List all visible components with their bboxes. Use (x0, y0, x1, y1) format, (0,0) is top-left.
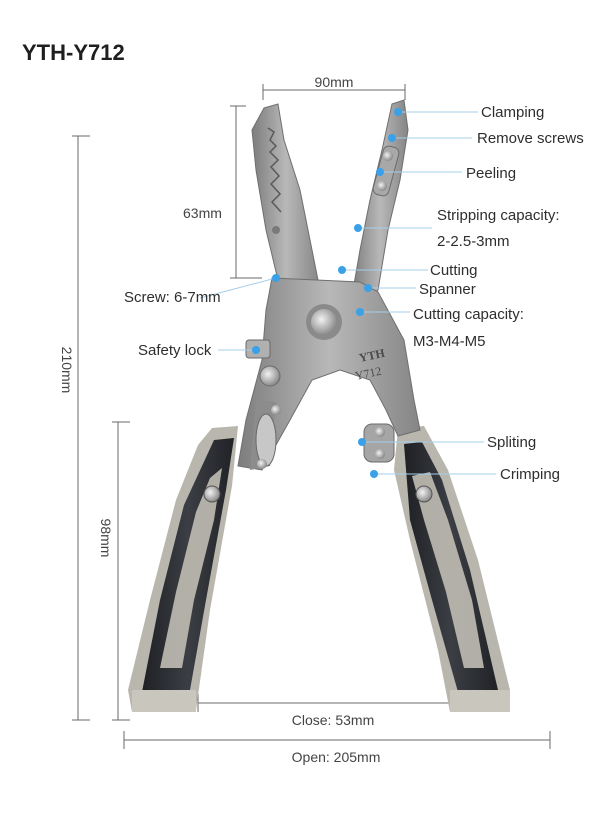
dim-handle-length (112, 421, 130, 721)
left-handle (128, 426, 238, 712)
dim-total-length (72, 135, 90, 721)
handle-rivets (203, 485, 433, 503)
callout-cutting-capacity-value: M3-M4-M5 (413, 333, 486, 350)
dim-close-width (197, 694, 453, 712)
callout-peeling: Peeling (466, 165, 516, 182)
callout-cutting: Cutting (430, 262, 478, 279)
callout-safety-lock: Safety lock (138, 342, 212, 359)
right-handle (394, 426, 510, 712)
jaw-width-label: 90mm (315, 74, 354, 90)
callout-dots (252, 108, 402, 478)
right-jaw (351, 99, 409, 301)
callout-remove-screws: Remove screws (477, 130, 584, 147)
left-jaw (251, 103, 321, 297)
brand-marking: YTH (358, 346, 387, 365)
safety-lock (245, 339, 281, 387)
total-length-label: 210mm (59, 347, 75, 394)
model-marking: Y712 (354, 364, 383, 383)
callout-spanner: Spanner (419, 281, 476, 298)
dim-jaw-width (262, 84, 406, 100)
handle-length-label: 98mm (98, 519, 114, 558)
callout-lines (199, 111, 496, 475)
callout-cutting-capacity-title: Cutting capacity: (413, 306, 524, 323)
dim-jaw-length (230, 105, 262, 279)
callout-stripping-title: Stripping capacity: (437, 207, 560, 224)
callout-spliting: Spliting (487, 434, 536, 451)
open-width-label: Open: 205mm (292, 749, 381, 765)
close-width-label: Close: 53mm (292, 712, 374, 728)
spliting-rivets (363, 423, 395, 463)
jaw-length-label: 63mm (183, 205, 222, 221)
callout-stripping-value: 2-2.5-3mm (437, 233, 510, 250)
callout-clamping: Clamping (481, 104, 544, 121)
callout-screw: Screw: 6-7mm (124, 289, 221, 306)
crimping-wheel (255, 405, 281, 469)
dim-open-width (123, 731, 551, 749)
pivot-screw (306, 304, 342, 340)
product-title: YTH-Y712 (22, 40, 125, 65)
callout-crimping: Crimping (500, 466, 560, 483)
